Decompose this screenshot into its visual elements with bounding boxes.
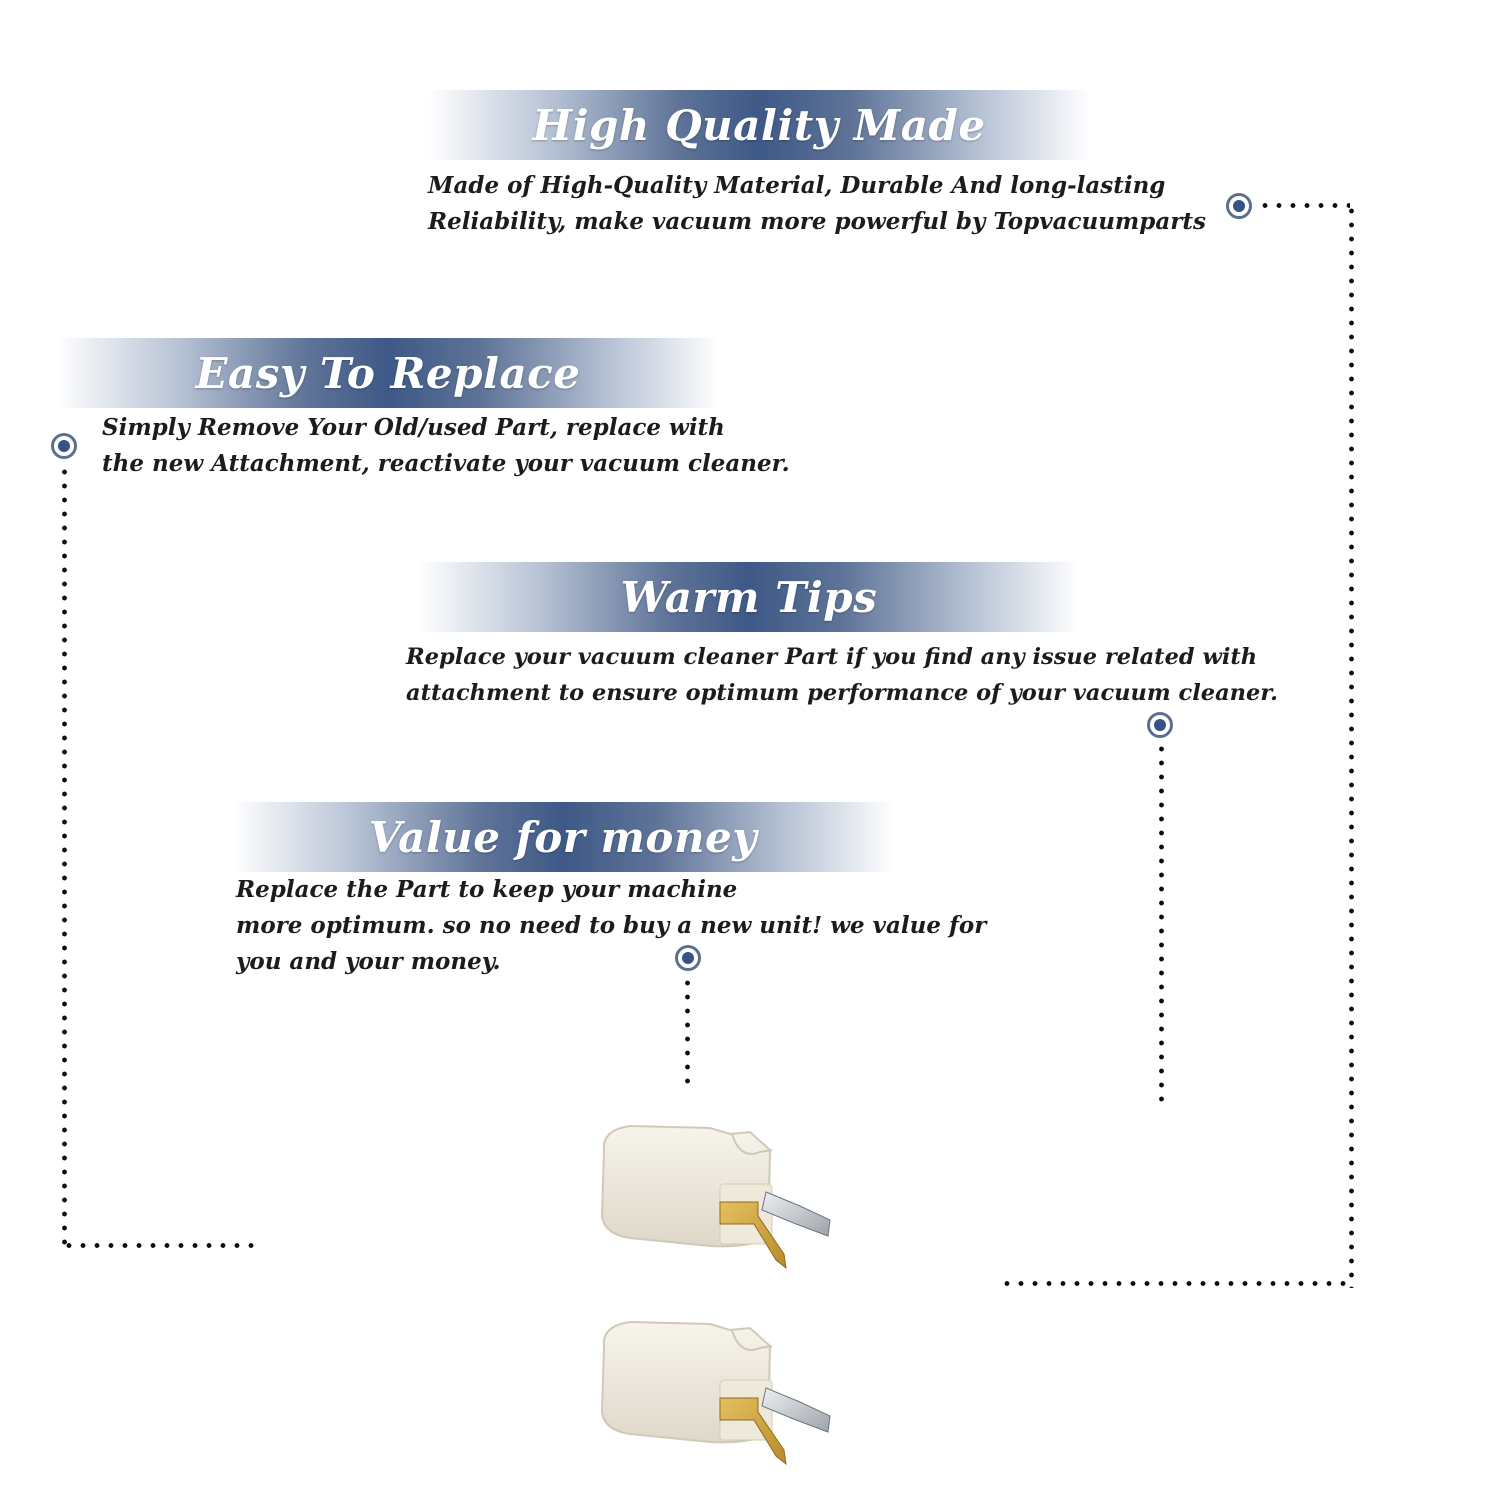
dotted-connector xyxy=(685,976,690,1086)
marker-high-quality-icon xyxy=(1226,193,1252,219)
banner-warm-tips: Warm Tips xyxy=(418,562,1080,632)
section-title: Warm Tips xyxy=(620,572,878,622)
product-plugs-image xyxy=(600,1124,831,1466)
section-title: Value for money xyxy=(368,812,758,862)
plug-icon xyxy=(600,1124,831,1270)
section-title: Easy To Replace xyxy=(195,348,581,398)
section-description: Replace the Part to keep your machine mo… xyxy=(236,872,986,980)
dotted-connector xyxy=(1000,1281,1352,1286)
dotted-connector xyxy=(62,1243,262,1248)
dotted-connector xyxy=(1159,742,1164,1106)
banner-value-money: Value for money xyxy=(232,802,894,872)
section-description: Made of High-Quality Material, Durable A… xyxy=(428,168,1206,240)
description-line: you and your money. xyxy=(236,948,501,975)
description-line: attachment to ensure optimum performance… xyxy=(406,680,1278,706)
section-description: Replace your vacuum cleaner Part if you … xyxy=(406,639,1278,711)
banner-high-quality: High Quality Made xyxy=(428,90,1090,160)
plug-icon xyxy=(600,1320,831,1466)
marker-value-money-icon xyxy=(675,945,701,971)
description-line: Replace your vacuum cleaner Part if you … xyxy=(406,644,1258,670)
dotted-connector xyxy=(1349,204,1354,1288)
description-line: the new Attachment, reactivate your vacu… xyxy=(102,450,790,477)
marker-warm-tips-icon xyxy=(1147,712,1173,738)
dotted-connector xyxy=(1258,203,1350,208)
description-line: more optimum. so no need to buy a new un… xyxy=(236,912,987,939)
dotted-connector xyxy=(62,465,67,1247)
description-line: Made of High-Quality Material, Durable A… xyxy=(428,172,1166,199)
section-title: High Quality Made xyxy=(532,100,986,150)
section-description: Simply Remove Your Old/used Part, replac… xyxy=(102,410,790,482)
marker-easy-replace-icon xyxy=(51,433,77,459)
description-line: Simply Remove Your Old/used Part, replac… xyxy=(102,414,725,441)
banner-easy-replace: Easy To Replace xyxy=(56,338,720,408)
description-line: Reliability, make vacuum more powerful b… xyxy=(428,208,1206,235)
description-line: Replace the Part to keep your machine xyxy=(236,876,738,903)
